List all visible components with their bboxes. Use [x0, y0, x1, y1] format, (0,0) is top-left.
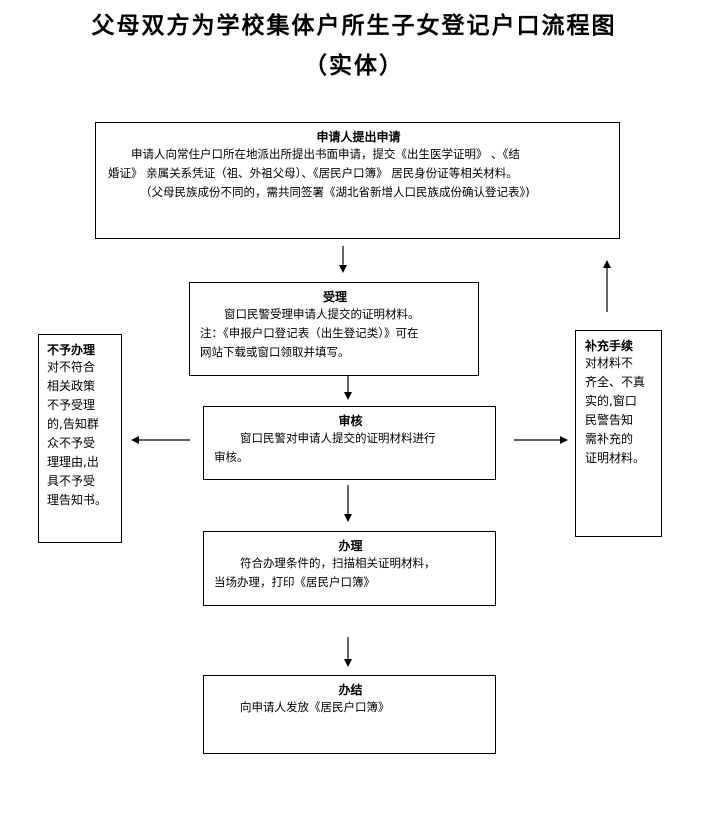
step-process-line1: 符合办理条件的，扫描相关证明材料，	[240, 556, 436, 570]
step-process-box: 办理 符合办理条件的，扫描相关证明材料， 当场办理，打印《居民户口簿》	[203, 531, 496, 606]
supplement-line: 民警告知	[585, 413, 634, 427]
reject-title: 不予办理	[47, 343, 96, 357]
reject-line: 对不符合	[47, 360, 96, 374]
step-apply-title: 申请人提出申请	[316, 130, 401, 144]
supplement-line: 需补充的	[585, 432, 634, 446]
step-accept-line2: 注：《申报户口登记表（出生登记类）》可在	[200, 326, 419, 340]
step-accept-box: 受理 窗口民警受理申请人提交的证明材料。 注：《申报户口登记表（出生登记类）》可…	[189, 282, 479, 376]
page-subtitle: （实体）	[304, 52, 404, 79]
reject-line: 具不予受	[47, 474, 96, 488]
step-review-line1: 窗口民警对申请人提交的证明材料进行	[240, 431, 436, 445]
step-review-title: 审核	[338, 414, 363, 428]
supplement-line: 证明材料。	[585, 451, 646, 465]
step-accept-line3: 网站下载或窗口领取并填写。	[200, 345, 350, 359]
step-review-line2: 审核。	[214, 450, 249, 464]
step-finish-title: 办结	[338, 683, 363, 697]
reject-line: 的,告知群	[47, 417, 99, 431]
supplement-box: 补充手续 对材料不 齐全、不真 实的,窗口 民警告知 需补充的 证明材料。	[575, 330, 662, 537]
step-accept-title: 受理	[322, 290, 347, 304]
step-finish-line1: 向申请人发放《居民户口簿》	[240, 700, 390, 714]
reject-line: 不予受理	[47, 398, 96, 412]
step-process-line2: 当场办理，打印《居民户口簿》	[214, 575, 375, 589]
reject-box: 不予办理 对不符合 相关政策 不予受理 的,告知群 众不予受 理理由,出 具不予…	[38, 334, 122, 543]
reject-line: 众不予受	[47, 436, 96, 450]
supplement-line: 齐全、不真	[585, 375, 646, 389]
step-apply-line2: 婚证》 亲属关系凭证（祖、外祖父母）、《居民户口簿》 居民身份证等相关材料。	[108, 166, 518, 180]
reject-line: 理告知书。	[47, 493, 108, 507]
step-apply-box: 申请人提出申请 申请人向常住户口所在地派出所提出书面申请，提交《出生医学证明》 …	[95, 122, 620, 239]
step-finish-box: 办结 向申请人发放《居民户口簿》	[203, 675, 496, 754]
step-review-box: 审核 窗口民警对申请人提交的证明材料进行 审核。	[203, 406, 496, 480]
step-accept-line1: 窗口民警受理申请人提交的证明材料。	[224, 307, 420, 321]
supplement-line: 实的,窗口	[585, 394, 637, 408]
supplement-title: 补充手续	[585, 339, 634, 353]
step-process-title: 办理	[338, 539, 363, 553]
step-apply-line3: （父母民族成份不同的，需共同签署《湖北省新增人口民族成份确认登记表》)	[140, 185, 530, 199]
reject-line: 相关政策	[47, 379, 96, 393]
supplement-line: 对材料不	[585, 356, 634, 370]
reject-line: 理理由,出	[47, 455, 99, 469]
page-title: 父母双方为学校集体户所生子女登记户口流程图	[91, 12, 617, 39]
step-apply-line1: 申请人向常住户口所在地派出所提出书面申请，提交《出生医学证明》 、《结	[131, 147, 520, 161]
